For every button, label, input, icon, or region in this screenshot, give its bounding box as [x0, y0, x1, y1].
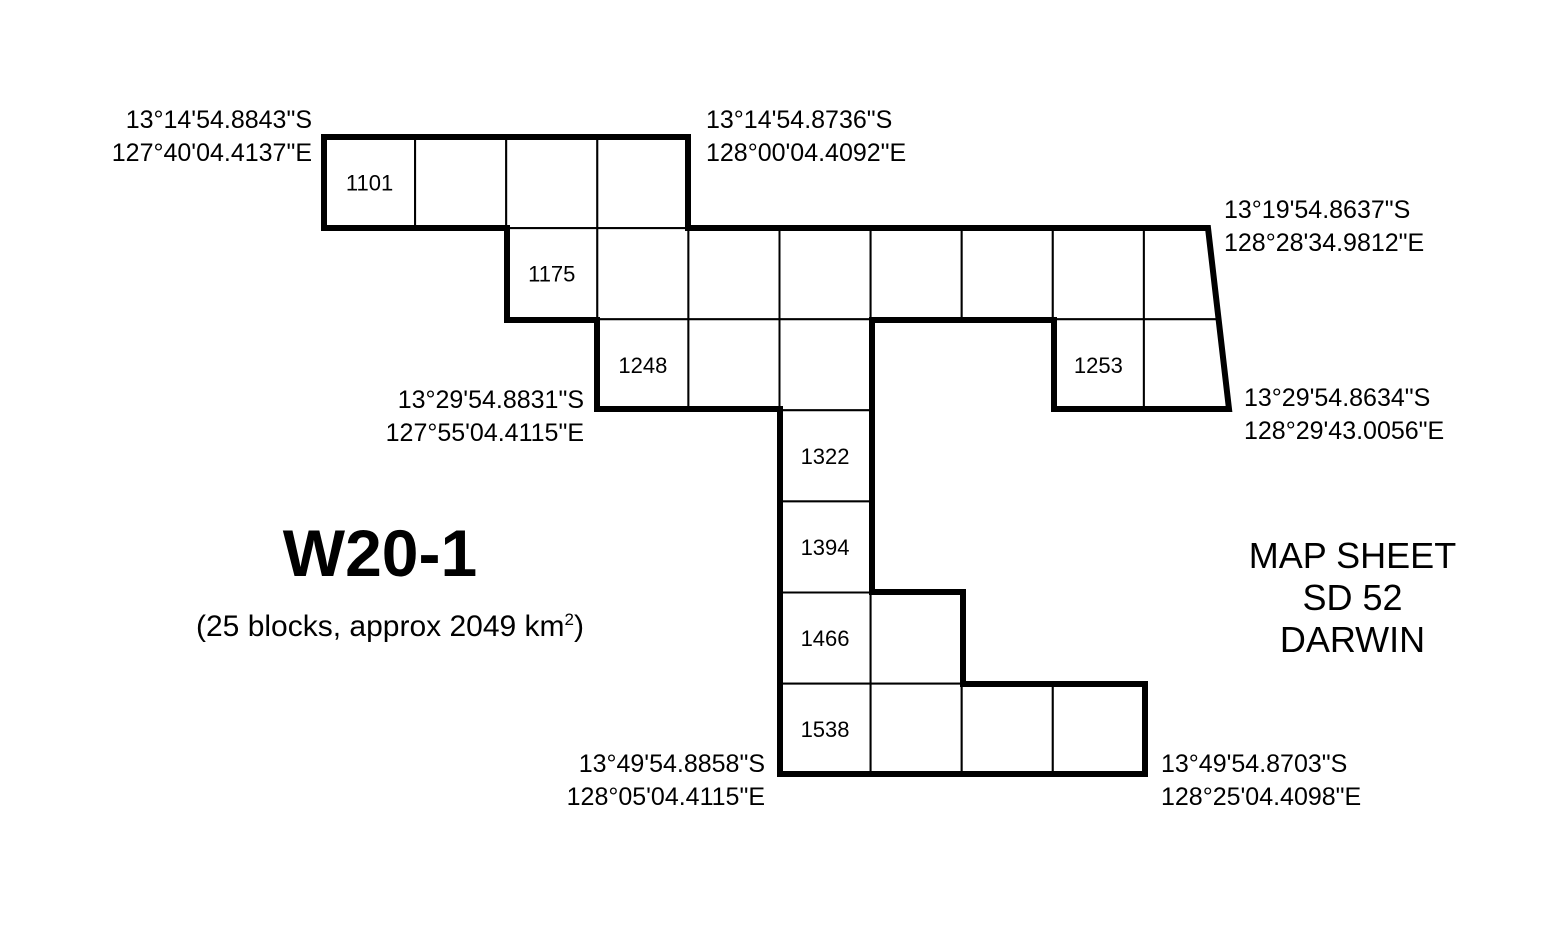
coord-bottom-left: 13°49'54.8858"S 128°05'04.4115"E [550, 748, 765, 814]
grid-block [687, 318, 781, 412]
grid-block [687, 227, 781, 321]
grid-block [1051, 227, 1145, 321]
map-sheet-line2: SD 52 [1302, 577, 1403, 618]
coord-bottom-left-lon: 128°05'04.4115"E [566, 783, 765, 811]
coord-top-left-lat: 13°14'54.8843"S [125, 106, 312, 134]
grid-block [778, 227, 872, 321]
permit-subtitle: (25 blocks, approx 2049 km2) [150, 600, 630, 647]
grid-block [869, 591, 963, 685]
block-number-label: 1175 [528, 262, 575, 287]
subtitle-text: (25 blocks, approx 2049 km [196, 610, 565, 643]
map-sheet-line3: DARWIN [1279, 619, 1426, 660]
block-number-label: 1466 [801, 626, 850, 651]
block-number-label: 1322 [801, 444, 850, 469]
coord-top-mid: 13°14'54.8736"S 128°00'04.4092"E [706, 104, 906, 170]
coord-bottom-left-lat: 13°49'54.8858"S [578, 750, 765, 778]
coord-mid-left-lat: 13°29'54.8831"S [397, 386, 584, 414]
coord-upper-right-lat: 13°19'54.8637"S [1224, 196, 1411, 224]
grid-cells [323, 136, 1231, 776]
grid-block [505, 136, 599, 230]
grid-block [869, 682, 963, 776]
coord-top-mid-lat: 13°14'54.8736"S [706, 106, 893, 134]
coord-top-left-lon: 127°40'04.4137"E [111, 139, 312, 167]
coord-mid-right-lat: 13°29'54.8634"S [1244, 384, 1431, 412]
map-sheet-line1: MAP SHEET [1248, 535, 1457, 576]
coord-mid-right-lon: 128°29'43.0056"E [1244, 417, 1445, 445]
permit-title: W20-1 [282, 516, 478, 590]
subtitle-superscript: 2 [564, 610, 574, 629]
block-number-label: 1253 [1074, 353, 1123, 378]
coord-bottom-right-lon: 128°25'04.4098"E [1161, 783, 1362, 811]
block-number-label: 1394 [801, 535, 850, 560]
grid-block [869, 227, 963, 321]
block-number-label: 1101 [346, 171, 393, 196]
coord-upper-right: 13°19'54.8637"S 128°28'34.9812"E [1224, 194, 1424, 260]
map-sheet-label: MAP SHEET SD 52 DARWIN [1220, 535, 1485, 661]
grid-block [778, 318, 872, 412]
subtitle-close: ) [574, 610, 584, 643]
coord-bottom-right-lat: 13°49'54.8703"S [1161, 750, 1348, 778]
coord-mid-left-lon: 127°55'04.4115"E [385, 419, 584, 447]
block-labels: 1101 1175 1248 1253 1322 1394 1466 1538 [346, 171, 1123, 743]
grid-block [596, 136, 690, 230]
grid-block [960, 227, 1054, 321]
grid-block [414, 136, 508, 230]
block-number-label: 1538 [801, 717, 850, 742]
coord-top-mid-lon: 128°00'04.4092"E [706, 139, 907, 167]
coord-mid-right: 13°29'54.8634"S 128°29'43.0056"E [1244, 382, 1444, 448]
coord-bottom-right: 13°49'54.8703"S 128°25'04.4098"E [1161, 748, 1361, 814]
coord-mid-left: 13°29'54.8831"S 127°55'04.4115"E [370, 384, 584, 450]
coord-upper-right-lon: 128°28'34.9812"E [1224, 229, 1425, 257]
grid-block [960, 682, 1054, 776]
grid-block [1142, 318, 1231, 412]
block-number-label: 1248 [618, 353, 667, 378]
permit-boundary [321, 134, 1233, 777]
grid-block [1051, 682, 1145, 776]
grid-block [596, 227, 690, 321]
coord-top-left: 13°14'54.8843"S 127°40'04.4137"E [100, 104, 312, 170]
